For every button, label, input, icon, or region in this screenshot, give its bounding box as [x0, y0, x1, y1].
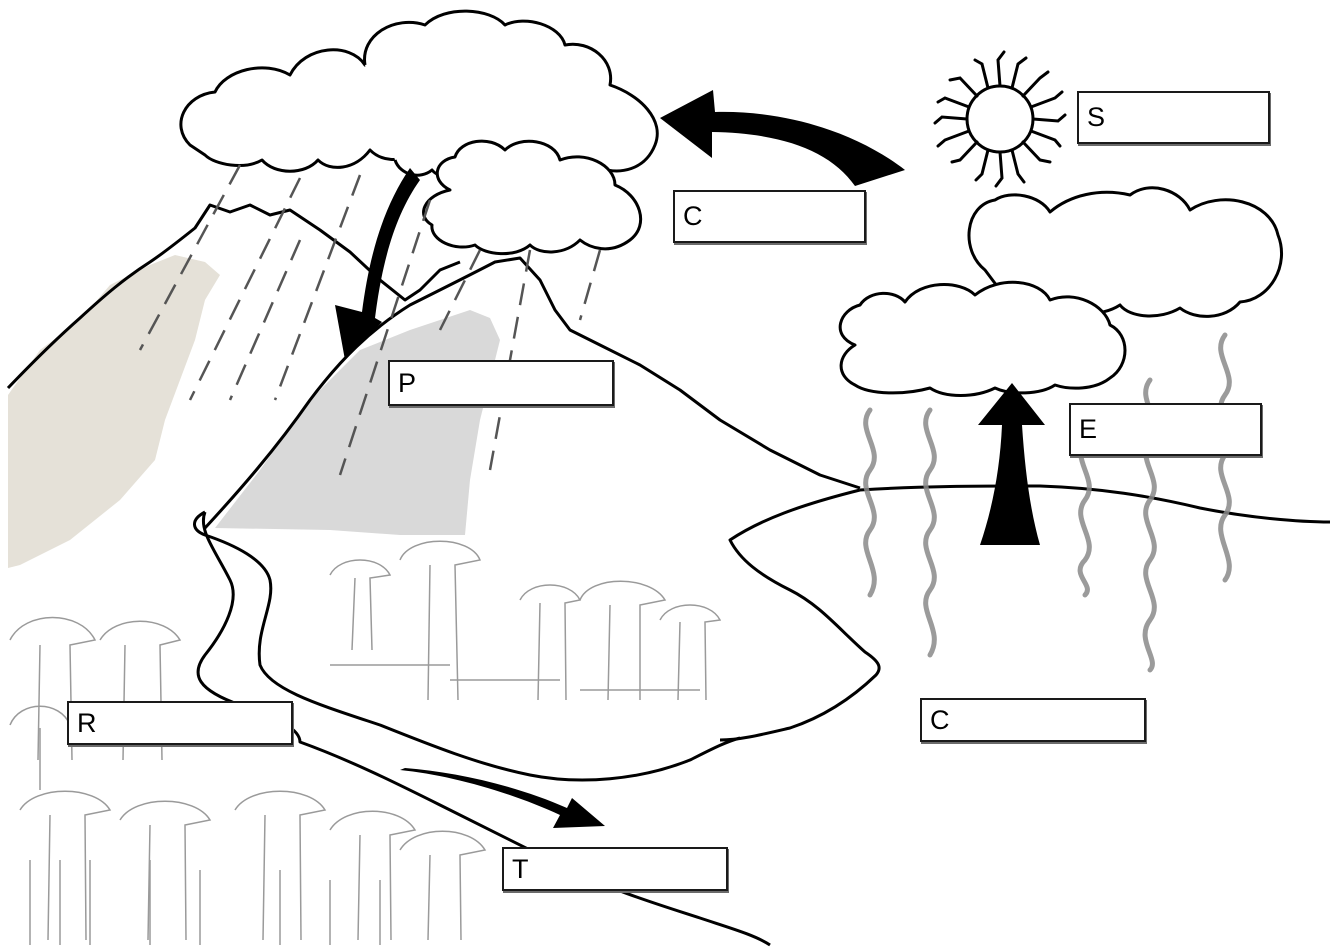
label-letter: E — [1079, 414, 1098, 444]
tree-icon — [9, 540, 722, 945]
lake — [719, 484, 1331, 742]
label-box-t[interactable]: T — [502, 847, 728, 891]
label-box-s[interactable]: S — [1077, 91, 1270, 144]
arrow-icon — [660, 90, 905, 186]
label-box-r[interactable]: R — [67, 701, 293, 745]
label-letter: P — [398, 367, 417, 398]
label-letter: S — [1087, 102, 1106, 132]
label-letter: C — [683, 201, 703, 231]
rain-streaks — [138, 164, 602, 476]
label-letter: T — [512, 853, 529, 884]
label-box-c-top[interactable]: C — [673, 190, 866, 243]
label-box-e[interactable]: E — [1069, 403, 1262, 456]
cloud-icon — [179, 9, 659, 256]
arrow-icon — [335, 168, 420, 360]
label-box-c-bottom[interactable]: C — [920, 698, 1146, 742]
label-letter: R — [77, 707, 97, 738]
left-mountain-outline — [6, 203, 461, 390]
sun-icon — [933, 50, 1067, 188]
arrow-icon — [978, 383, 1045, 545]
label-letter: C — [930, 704, 950, 735]
cloud-icon — [838, 186, 1284, 397]
label-box-p[interactable]: P — [388, 360, 614, 406]
center-mountain-outline — [203, 256, 861, 530]
arrow-icon — [400, 768, 605, 828]
river — [193, 510, 741, 782]
left-mountain-shade — [8, 255, 220, 568]
river-left-bank — [196, 511, 771, 947]
